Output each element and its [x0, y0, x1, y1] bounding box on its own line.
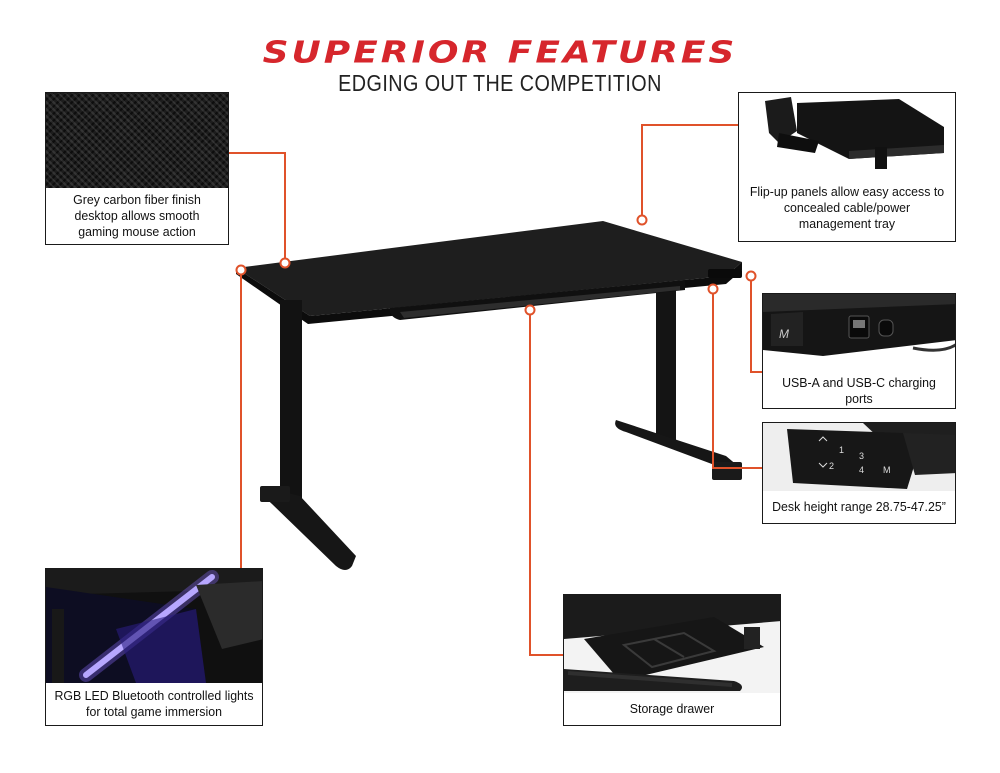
callout-storage-drawer: Storage drawer — [563, 594, 781, 726]
carbon-fiber-texture-image — [46, 93, 228, 188]
callout-carbon-finish: Grey carbon fiber finish desktop allows … — [45, 92, 229, 245]
callout-rgb-lights: RGB LED Bluetooth controlled lights for … — [45, 568, 263, 726]
keypad-key: 2 — [829, 461, 834, 471]
callout-dots — [235, 214, 757, 316]
callout-caption: Storage drawer — [569, 693, 774, 725]
callout-height-range: 1 2 3 4 M Desk height range 28.75-47.25” — [762, 422, 956, 524]
keypad-key: M — [883, 465, 891, 475]
callout-flip-up-panels: Flip-up panels allow easy access to conc… — [738, 92, 956, 242]
callout-charging-ports: M USB-A and USB-C charging ports — [762, 293, 956, 409]
usb-ports-image: M — [763, 294, 955, 374]
caption-line: Desk height range 28.75-47.25” — [772, 499, 946, 514]
caption-line: RGB LED Bluetooth controlled lights — [54, 688, 254, 703]
caption-line: Flip-up panels allow easy access to — [749, 184, 945, 199]
caption-line: desktop allows smooth — [74, 208, 200, 223]
callout-caption: USB-A and USB-C charging ports — [768, 374, 950, 408]
caption-line: USB-A and USB-C charging ports — [782, 375, 936, 406]
caption-line: management tray — [798, 216, 896, 231]
keypad-key: 1 — [839, 445, 844, 455]
leader-lines — [229, 124, 762, 656]
caption-line: gaming mouse action — [78, 224, 196, 239]
keypad-key: 4 — [859, 465, 864, 475]
rgb-led-underside-image — [46, 569, 262, 683]
storage-drawer-image — [564, 595, 780, 693]
keypad-key: 3 — [859, 451, 864, 461]
callout-caption: Flip-up panels allow easy access to conc… — [744, 175, 949, 241]
page-subtitle: EDGING OUT THE COMPETITION — [338, 70, 662, 96]
caption-line: for total game immersion — [86, 704, 222, 719]
callout-caption: Grey carbon fiber finish desktop allows … — [51, 188, 224, 244]
callout-caption: Desk height range 28.75-47.25” — [768, 491, 950, 523]
callout-caption: RGB LED Bluetooth controlled lights for … — [51, 683, 256, 725]
svg-text:M: M — [779, 327, 789, 341]
caption-line: concealed cable/power — [783, 200, 911, 215]
control-keypad-image: 1 2 3 4 M — [763, 423, 955, 491]
flip-up-panel-image — [739, 93, 955, 175]
caption-line: Grey carbon fiber finish — [73, 192, 201, 207]
caption-line: Storage drawer — [629, 701, 715, 716]
page-title: SUPERIOR FEATURES — [262, 35, 738, 70]
desk-illustration — [236, 221, 742, 570]
